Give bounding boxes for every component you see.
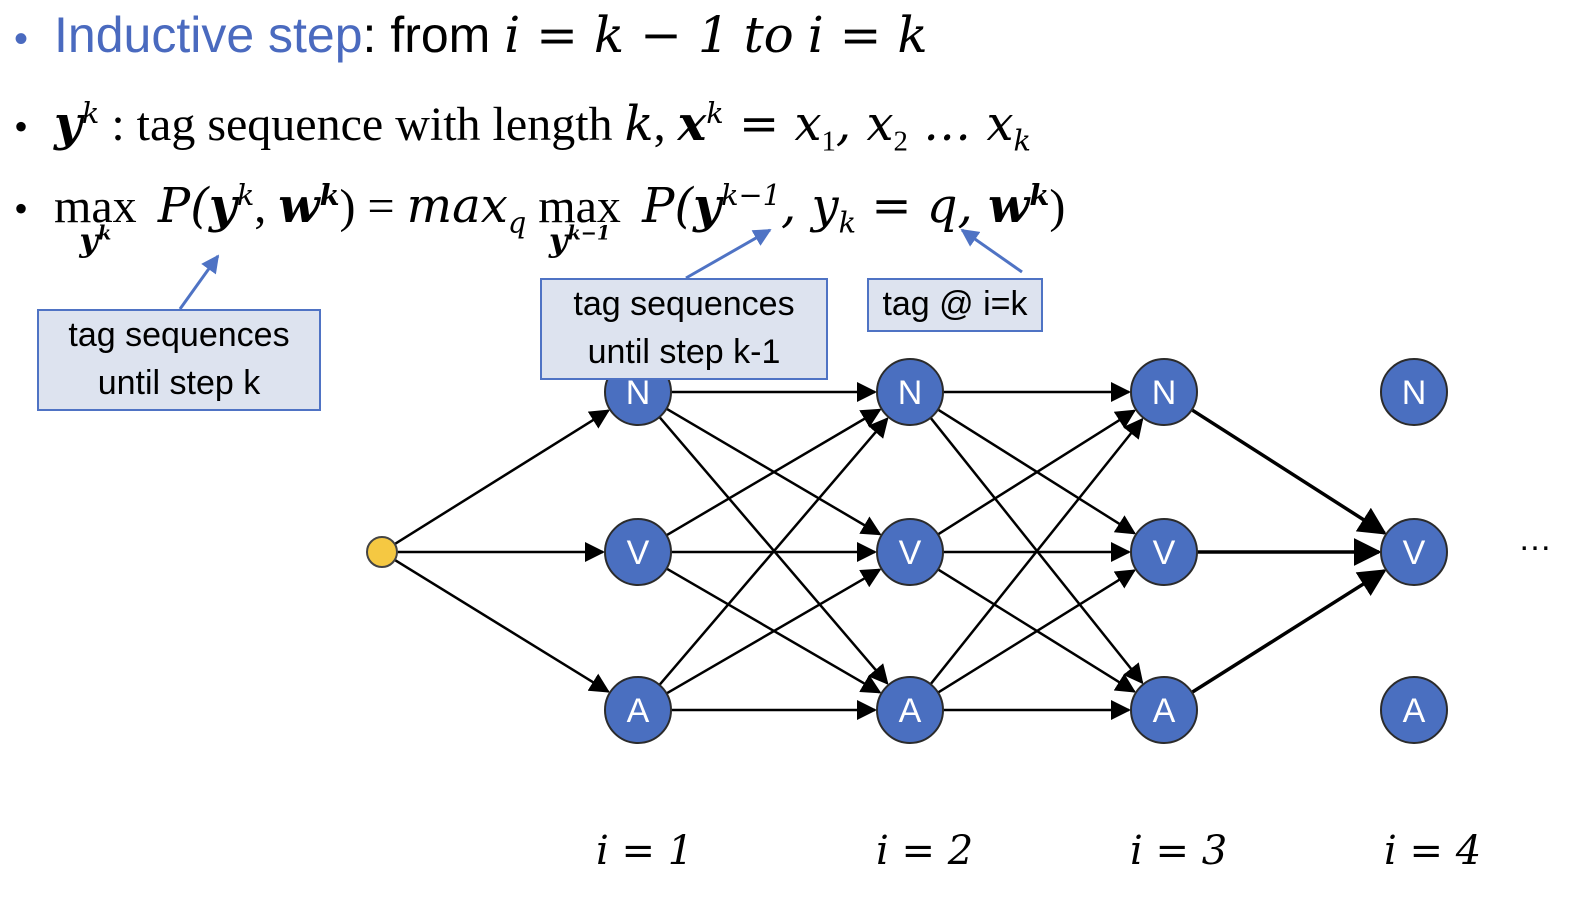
from-text: : from xyxy=(362,7,505,63)
node-label-V: V xyxy=(1153,534,1176,572)
w-sup-1: k xyxy=(319,178,340,212)
w-bold-2: w xyxy=(988,178,1030,234)
node-2-A: A xyxy=(876,676,944,744)
y-sup-2: k−1 xyxy=(721,178,781,212)
callout-arrows xyxy=(178,228,1023,310)
y-bold-1: y xyxy=(208,178,237,234)
node-3-V: V xyxy=(1130,518,1198,586)
edge-1A-2N xyxy=(658,417,889,686)
sub-k: k xyxy=(1013,123,1031,158)
node-label-V: V xyxy=(1403,534,1426,572)
callout-step-k-1-line2: until step k-1 xyxy=(587,333,781,371)
bullet-tag-sequence: •yk : tag sequence with length k, xk = x… xyxy=(14,96,1031,156)
callout-tag-k-line1: tag @ i=k xyxy=(882,285,1028,323)
edge-1V-2N xyxy=(665,408,882,537)
node-1-V: V xyxy=(604,518,672,586)
callout-step-k-line2: until step k xyxy=(97,364,261,402)
node-4-A: A xyxy=(1380,676,1448,744)
node-3-A: A xyxy=(1130,676,1198,744)
w-bold-1: w xyxy=(278,178,320,234)
callout-step-k-1-line1: tag sequences xyxy=(573,285,795,323)
edge-start-N xyxy=(394,409,611,546)
node-1-A: A xyxy=(604,676,672,744)
x-symbol: x xyxy=(677,96,707,152)
callout-tag-k: tag @ i=k xyxy=(867,278,1043,332)
inductive-step-heading: Inductive step xyxy=(54,7,363,63)
x-superscript: k xyxy=(706,96,724,130)
w-sup-2: k xyxy=(1029,178,1050,212)
node-label-A: A xyxy=(627,692,650,730)
lattice-edges xyxy=(394,382,1387,720)
edge-2A-3V xyxy=(937,569,1136,694)
x1-term: = x xyxy=(723,96,822,152)
node-4-N: N xyxy=(1380,358,1448,426)
max-subscript-2: yk−1 xyxy=(548,221,611,259)
math-from: i = k − 1 xyxy=(504,6,730,64)
callout-step-k-line1: tag sequences xyxy=(68,316,290,354)
comma-1: , xyxy=(254,180,279,233)
x2-term: , x xyxy=(835,96,894,152)
y-superscript: k xyxy=(81,96,100,130)
max-q: max xyxy=(406,178,508,234)
edge-2V-3N xyxy=(937,409,1137,536)
start-node xyxy=(366,536,398,568)
callout-step-k: tag sequences until step k xyxy=(37,309,321,411)
xk-term: … x xyxy=(907,96,1014,152)
max-subscript-1: yk xyxy=(79,221,112,259)
tag-sequence-text: : tag sequence with length xyxy=(99,98,625,151)
comma: , xyxy=(653,98,678,151)
node-label-N: N xyxy=(898,374,923,412)
node-2-N: N xyxy=(876,358,944,426)
math-to: i = k xyxy=(807,6,928,64)
edge-start-A xyxy=(394,558,610,693)
sub-1: 1 xyxy=(821,125,836,158)
bullet-dot: • xyxy=(14,104,29,149)
to-word: to xyxy=(743,6,794,64)
y-symbol: y xyxy=(54,96,82,152)
edge-3N-4V xyxy=(1190,408,1387,535)
edge-1A-2V xyxy=(665,568,882,695)
p-open-1: P( xyxy=(142,178,209,234)
callout-arrow-step-k-1 xyxy=(685,228,772,280)
node-label-A: A xyxy=(899,692,922,730)
node-label-N: N xyxy=(1402,374,1427,412)
node-label-A: A xyxy=(1403,692,1426,730)
sub-2: 2 xyxy=(893,125,908,158)
yk-sub: k xyxy=(838,205,857,240)
bullet-dot: • xyxy=(14,186,29,231)
edge-3A-4V xyxy=(1190,569,1387,694)
callout-arrow-step-k xyxy=(178,254,220,310)
ellipsis: … xyxy=(1518,520,1552,558)
node-3-N: N xyxy=(1130,358,1198,426)
node-label-N: N xyxy=(1152,374,1177,412)
p-open-2: P( xyxy=(626,178,694,234)
column-label-4: i = 4 xyxy=(1384,828,1482,874)
max-q-sub: q xyxy=(507,205,527,240)
yk-term: , y xyxy=(780,178,839,234)
node-label-N: N xyxy=(626,374,651,412)
bullet-dot: • xyxy=(14,17,29,61)
node-label-A: A xyxy=(1153,692,1176,730)
y-bold-2: y xyxy=(693,178,722,234)
equals-q: = q, xyxy=(856,178,989,234)
close-equals: ) = xyxy=(339,180,407,233)
k-variable: k xyxy=(624,96,654,152)
edge-2A-3N xyxy=(929,417,1144,685)
column-label-2: i = 2 xyxy=(876,828,974,874)
close-paren: ) xyxy=(1049,180,1066,233)
node-4-V: V xyxy=(1380,518,1448,586)
node-2-V: V xyxy=(876,518,944,586)
y-sup-1: k xyxy=(236,178,255,212)
node-label-V: V xyxy=(899,534,922,572)
column-label-1: i = 1 xyxy=(596,828,694,874)
bullet-inductive-step: • Inductive step: from i = k − 1 to i = k xyxy=(14,6,928,64)
callout-step-k-1: tag sequences until step k-1 xyxy=(540,278,828,380)
callout-arrow-tag-k xyxy=(960,228,1023,274)
node-label-V: V xyxy=(627,534,650,572)
column-label-3: i = 3 xyxy=(1130,828,1228,874)
